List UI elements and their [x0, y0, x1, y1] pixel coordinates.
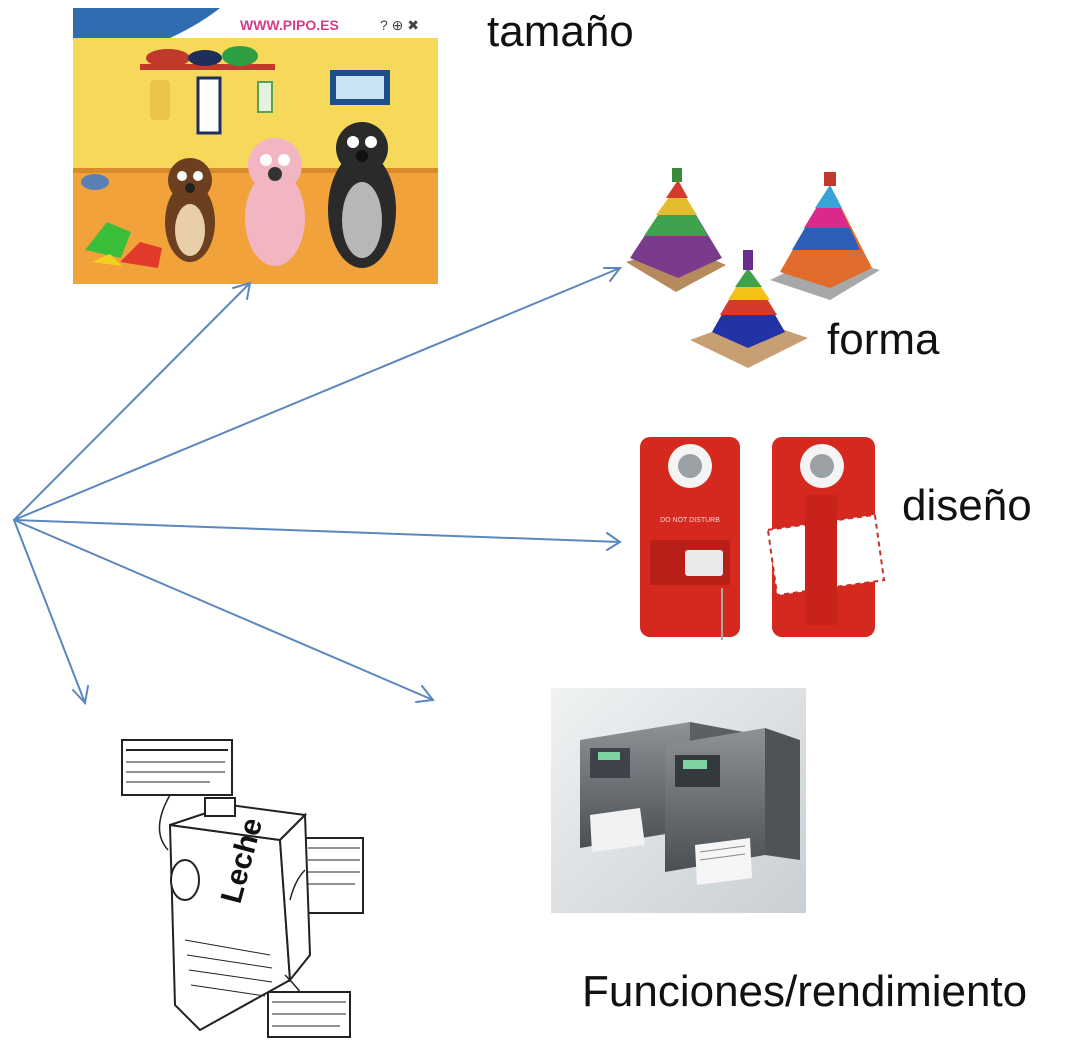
label-size: tamaño: [487, 7, 634, 56]
arrow-to-milk-carton: [13, 519, 89, 706]
door-hangers-image: DO NOT DISTURB: [640, 437, 886, 640]
arrow-to-design: [13, 519, 622, 551]
game-logo-text: WWW.PIPO.ES: [240, 17, 339, 33]
dress-up-game-image: WWW.PIPO.ES ? ⊕ ✖: [73, 8, 438, 284]
label-functions: Funciones/rendimiento: [582, 967, 1028, 1016]
label-printers-image: [551, 688, 806, 913]
label-design: diseño: [902, 481, 1032, 530]
arrow-to-printers: [13, 519, 435, 703]
arrow-to-shape: [13, 267, 623, 521]
arrows: [13, 267, 623, 706]
stacking-pyramids-image: [626, 168, 880, 368]
arrow-to-size: [13, 281, 252, 521]
label-shape: forma: [827, 315, 940, 364]
svg-text:? ⊕ ✖: ? ⊕ ✖: [380, 17, 419, 33]
milk-carton-sketch-image: Leche: [121, 739, 364, 1038]
door-hanger-text: DO NOT DISTURB: [660, 517, 720, 524]
